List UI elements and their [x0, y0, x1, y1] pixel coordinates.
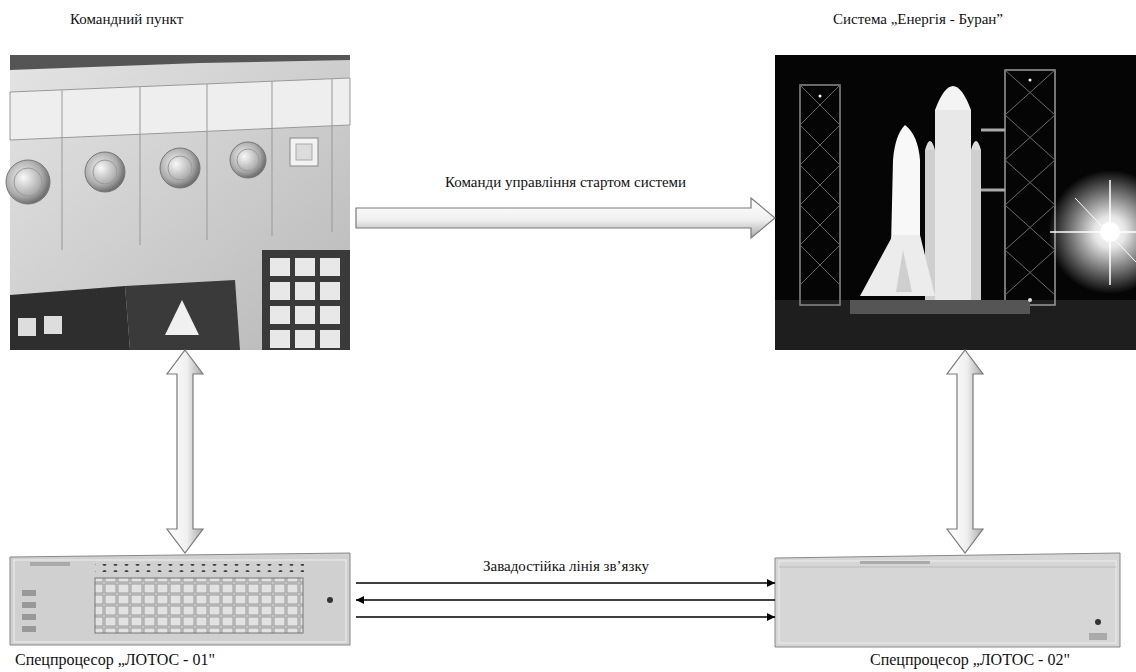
- signal-line: [356, 582, 775, 583]
- block-arrow: [947, 350, 983, 553]
- node-caption: Командний пункт: [10, 5, 356, 29]
- image-node: Спецпроцесор „ЛОТОС - 02": [775, 553, 1126, 670]
- image-node: Командний пункт: [10, 5, 356, 350]
- processor-lotos-01-photo: [10, 553, 350, 645]
- block-arrow: [167, 350, 203, 553]
- node-caption: Спецпроцесор „ЛОТОС - 01": [10, 650, 356, 670]
- node-caption: Спецпроцесор „ЛОТОС - 02": [775, 650, 1126, 670]
- node-caption: Система „Енергія - Буран”: [775, 5, 1136, 29]
- block-arrow: [356, 198, 775, 238]
- control-panel-photo: [6, 55, 350, 350]
- processor-lotos-02-photo: [775, 553, 1120, 647]
- rocket-launch-photo: [775, 55, 1136, 350]
- signal-line: [356, 616, 775, 617]
- edge-label: Команди управління стартом системи: [442, 172, 689, 192]
- signal-line: [356, 599, 775, 600]
- edge-label: Завадостійка лінія зв’язку: [480, 556, 652, 576]
- image-node: Система „Енергія - Буран”: [775, 5, 1136, 350]
- image-node: Спецпроцесор „ЛОТОС - 01": [10, 553, 356, 670]
